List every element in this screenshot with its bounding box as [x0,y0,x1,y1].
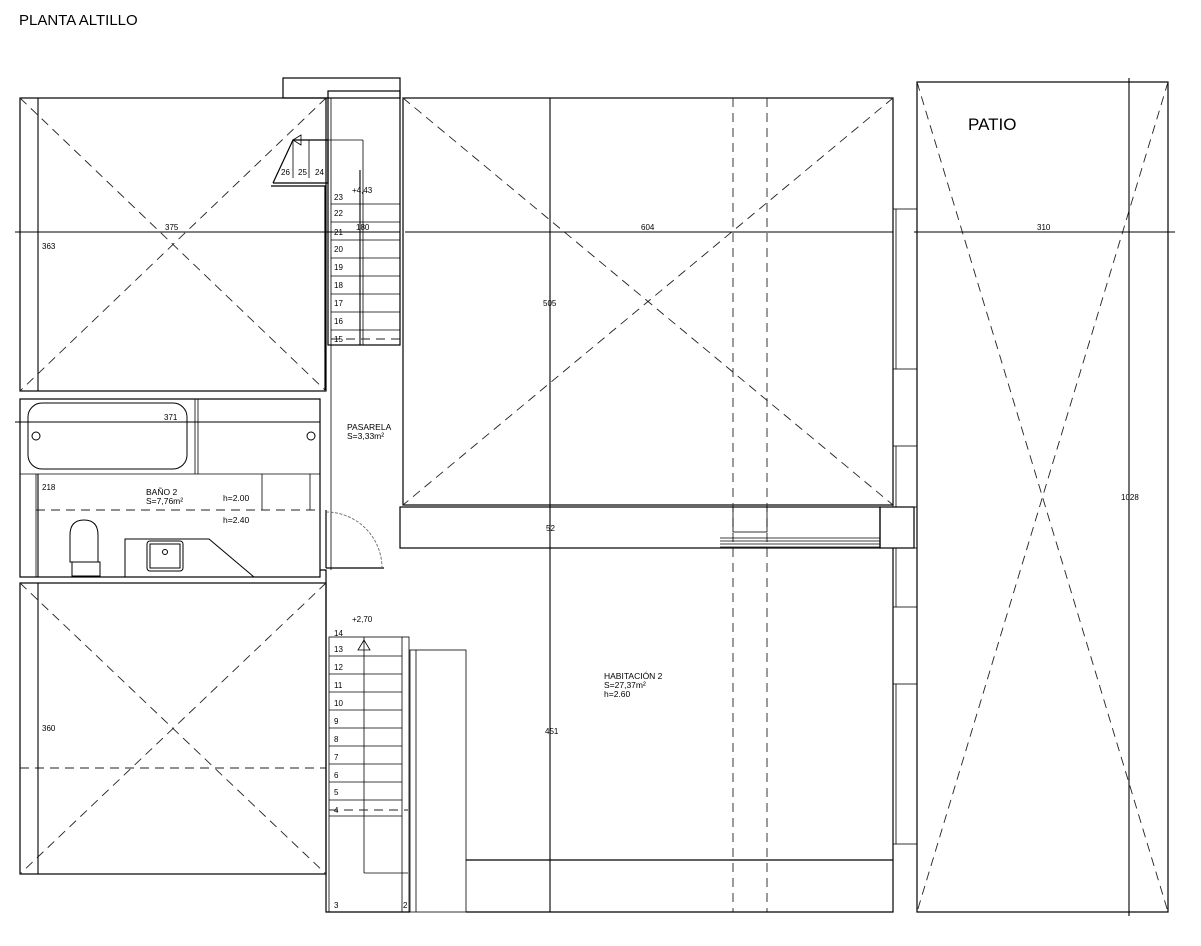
patio: PATIO [916,78,1169,916]
stair-direction-arrow-icon [357,639,371,651]
svg-text:26: 26 [281,168,290,177]
drawing-title: PLANTA ALTILLO [19,12,138,29]
svg-text:180: 180 [356,223,370,232]
lower-stair-flight: +2,70 14 13 12 11 10 9 8 7 6 5 4 3 2 [328,615,467,913]
upper-stair-landing: 26 25 24 +4,43 [271,134,373,390]
svg-text:371: 371 [164,413,178,422]
svg-text:52: 52 [546,524,555,533]
stair-direction-arrow-icon [292,134,302,146]
svg-text:PASARELA: PASARELA [347,422,392,432]
svg-text:375: 375 [165,223,179,232]
svg-text:19: 19 [334,263,343,272]
svg-text:17: 17 [334,299,343,308]
upper-level-mark: +4,43 [352,186,373,195]
svg-text:24: 24 [315,168,324,177]
svg-text:15: 15 [334,335,343,344]
svg-text:13: 13 [334,645,343,654]
svg-text:7: 7 [334,753,339,762]
svg-text:10: 10 [334,699,343,708]
svg-text:18: 18 [334,281,343,290]
svg-text:8: 8 [334,735,339,744]
svg-text:S=27,37m²: S=27,37m² [604,680,646,690]
svg-text:9: 9 [334,717,339,726]
roof-ledge [282,77,401,99]
svg-text:12: 12 [334,663,343,672]
svg-text:22: 22 [334,209,343,218]
svg-text:5: 5 [334,788,339,797]
bathtub-icon [27,402,188,470]
dimension-labels: 375 363 180 604 505 52 451 310 1028 371 … [42,223,1139,736]
svg-text:14: 14 [334,629,343,638]
upper-stair-flight: 23 22 21 20 19 18 17 16 15 [330,98,400,570]
svg-text:360: 360 [42,724,56,733]
svg-text:16: 16 [334,317,343,326]
svg-text:604: 604 [641,223,655,232]
pasarela-label: PASARELA S=3,33m² [347,422,392,441]
svg-text:4: 4 [334,806,339,815]
svg-text:20: 20 [334,245,343,254]
svg-text:11: 11 [334,681,343,690]
patio-label: PATIO [968,115,1017,134]
top-left-void [19,97,327,392]
svg-text:25: 25 [298,168,307,177]
svg-text:2: 2 [403,901,408,910]
main-upper-void [402,97,894,912]
bathroom-door [325,510,384,569]
svg-text:1028: 1028 [1121,493,1139,502]
svg-text:HABITACIÓN 2: HABITACIÓN 2 [604,671,663,681]
svg-text:6: 6 [334,771,339,780]
svg-text:h=2.40: h=2.40 [223,515,250,525]
svg-text:505: 505 [543,299,557,308]
bottom-left-void [19,582,327,875]
sink-icon [146,540,184,572]
upper-stair-well [327,90,401,346]
svg-text:451: 451 [545,727,559,736]
svg-text:363: 363 [42,242,56,251]
svg-text:h=2.60: h=2.60 [604,689,631,699]
beam-band [399,506,915,549]
svg-text:S=7,76m²: S=7,76m² [146,496,183,506]
svg-text:23: 23 [334,193,343,202]
bedroom-2: HABITACIÓN 2 S=27,37m² h=2.60 [466,548,894,913]
svg-text:218: 218 [42,483,56,492]
svg-text:310: 310 [1037,223,1051,232]
svg-text:h=2.00: h=2.00 [223,493,250,503]
dimension-lines [15,98,1175,912]
lower-level-mark: +2,70 [352,615,373,624]
svg-text:BAÑO 2: BAÑO 2 [146,487,177,497]
toilet-icon [69,519,99,563]
svg-text:3: 3 [334,901,339,910]
counter-icon [124,538,255,578]
bathroom: BAÑO 2 S=7,76m² h=2.00 h=2.40 [19,398,321,578]
svg-text:S=3,33m²: S=3,33m² [347,431,384,441]
